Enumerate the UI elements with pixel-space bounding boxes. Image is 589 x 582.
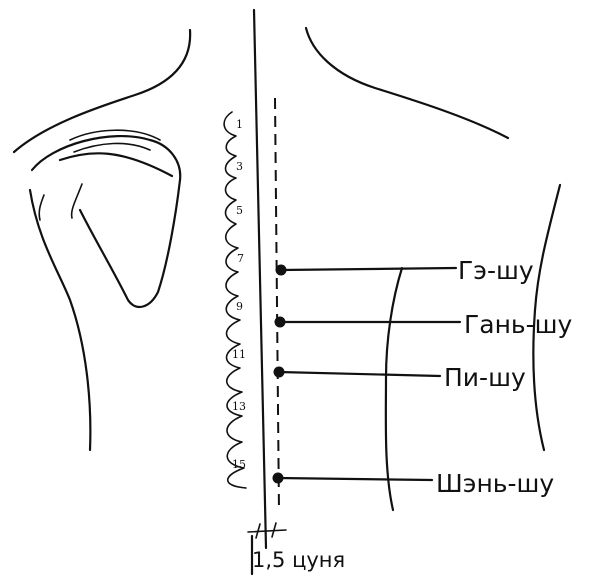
scapula-outline xyxy=(32,136,180,307)
leader-line xyxy=(279,372,440,376)
left-side-outline xyxy=(30,190,90,450)
measure-line xyxy=(248,530,286,532)
leader-line xyxy=(281,268,456,270)
point-label: Пи-шу xyxy=(444,363,526,392)
distance-marker: 1,5 цуня xyxy=(248,523,345,574)
paraspinal-muscle-outline xyxy=(386,268,402,510)
vertebra-number: 13 xyxy=(232,400,246,413)
point-label: Гань-шу xyxy=(464,310,573,339)
vertebra-number: 15 xyxy=(232,458,246,471)
measurement-label: 1,5 цуня xyxy=(252,548,345,572)
point-gan-shu: Гань-шу xyxy=(275,310,573,339)
vertebra-number: 11 xyxy=(232,348,246,361)
point-shen-shu: Шэнь-шу xyxy=(273,469,555,498)
neck-right-outline xyxy=(306,28,508,138)
scapula-spine xyxy=(60,153,172,176)
vertebra-number: 5 xyxy=(236,204,243,217)
vertebra-number: 1 xyxy=(236,118,243,131)
vertebra-number: 3 xyxy=(236,160,243,173)
vertebra-number: 7 xyxy=(237,252,244,265)
vertebra-number: 9 xyxy=(236,300,243,313)
neck-left-outline xyxy=(14,30,190,152)
shoulder-joint-detail xyxy=(39,184,82,220)
point-label: Гэ-шу xyxy=(458,256,534,285)
leader-line xyxy=(278,478,432,480)
point-ge-shu: Гэ-шу xyxy=(276,256,534,285)
dashed-meridian-line xyxy=(275,98,279,512)
spine-midline xyxy=(254,10,266,548)
point-label: Шэнь-шу xyxy=(436,469,554,498)
point-pi-shu: Пи-шу xyxy=(274,363,526,392)
